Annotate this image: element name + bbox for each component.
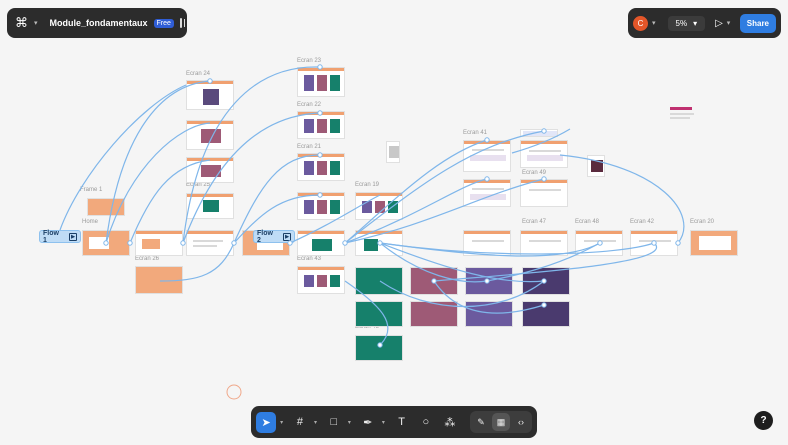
frame-thumbnail[interactable] bbox=[463, 140, 511, 172]
frame-thumbnail[interactable] bbox=[186, 157, 234, 183]
frame-thumbnail[interactable] bbox=[82, 230, 130, 256]
chevron-down-icon[interactable]: ▾ bbox=[314, 419, 318, 426]
collaboration-bar: C ▾ 5% ▾ ▷ ▾ Share bbox=[628, 8, 781, 38]
frame-thumbnail[interactable] bbox=[630, 230, 678, 256]
play-flow-icon[interactable]: ▶ bbox=[283, 232, 291, 241]
frame-label[interactable]: Ecran 41 bbox=[463, 130, 488, 136]
frame-thumbnail[interactable] bbox=[87, 198, 125, 216]
frame-thumbnail[interactable] bbox=[355, 192, 403, 220]
frame-thumbnail[interactable] bbox=[670, 107, 696, 127]
frame-thumbnail[interactable] bbox=[465, 301, 513, 327]
frame-thumbnail[interactable] bbox=[520, 179, 568, 207]
frame-thumbnail[interactable] bbox=[465, 267, 513, 295]
frame-thumbnail[interactable] bbox=[355, 301, 403, 327]
comment-tool-icon[interactable]: ○ bbox=[422, 416, 430, 428]
frame-thumbnail[interactable] bbox=[186, 80, 234, 110]
flow-starting-point[interactable]: Flow 2 ▶ bbox=[253, 229, 295, 244]
frame-thumbnail[interactable] bbox=[135, 266, 183, 294]
flow-starting-point[interactable]: Flow 1 ▶ bbox=[39, 229, 81, 244]
frame-thumbnail[interactable] bbox=[386, 141, 400, 163]
frame-thumbnail[interactable] bbox=[297, 67, 345, 97]
play-flow-icon[interactable]: ▶ bbox=[69, 232, 77, 241]
flow-label: Flow 2 bbox=[257, 229, 273, 244]
frame-thumbnail[interactable] bbox=[297, 153, 345, 181]
frame-label[interactable]: Ecran 42 bbox=[630, 219, 655, 225]
flow-label: Flow 1 bbox=[43, 229, 59, 244]
dev-mode-icon[interactable]: ‹› bbox=[517, 417, 524, 427]
mode-switcher: ✎ ▦ ‹› bbox=[469, 411, 532, 433]
frame-thumbnail[interactable] bbox=[522, 301, 570, 327]
figma-logo-icon[interactable]: ⌘ bbox=[15, 15, 28, 30]
frame-thumbnail[interactable] bbox=[186, 120, 234, 150]
frame-thumbnail[interactable] bbox=[297, 230, 345, 256]
frame-label[interactable]: Ecran 49 bbox=[522, 170, 547, 176]
chevron-down-icon[interactable]: ▾ bbox=[381, 419, 385, 426]
frame-thumbnail[interactable] bbox=[522, 267, 570, 295]
frame-thumbnail[interactable] bbox=[575, 230, 623, 256]
chevron-down-icon[interactable]: ▾ bbox=[652, 20, 656, 27]
avatar[interactable]: C bbox=[633, 15, 648, 31]
rectangle-tool-icon[interactable]: □ bbox=[330, 416, 338, 428]
frame-thumbnail[interactable] bbox=[690, 230, 738, 256]
draw-mode-icon[interactable]: ✎ bbox=[477, 416, 485, 427]
frame-thumbnail[interactable] bbox=[410, 301, 458, 327]
zoom-control[interactable]: 5% ▾ bbox=[667, 15, 706, 31]
frame-label[interactable]: Ecran 21 bbox=[297, 144, 322, 150]
frame-thumbnail[interactable] bbox=[186, 230, 234, 256]
move-tool-icon[interactable]: ➤ bbox=[256, 411, 277, 433]
frame-thumbnail[interactable] bbox=[587, 155, 605, 177]
chevron-down-icon[interactable]: ▾ bbox=[34, 20, 38, 27]
frame-label[interactable]: Ecran 22 bbox=[297, 102, 322, 108]
chevron-down-icon[interactable]: ▾ bbox=[280, 419, 284, 426]
file-menu-bar: ⌘ ▾ Module_fondamentaux Free bbox=[7, 8, 187, 38]
frame-thumbnail[interactable] bbox=[297, 111, 345, 139]
frame-label[interactable]: Ecran 47 bbox=[522, 219, 547, 225]
chevron-down-icon: ▾ bbox=[693, 18, 698, 28]
frame-thumbnail[interactable] bbox=[355, 335, 403, 361]
text-tool-icon[interactable]: T bbox=[398, 416, 405, 428]
plan-badge[interactable]: Free bbox=[153, 18, 174, 28]
frame-thumbnail[interactable] bbox=[463, 230, 511, 256]
frame-thumbnail[interactable] bbox=[297, 266, 345, 294]
frame-thumbnail[interactable] bbox=[355, 267, 403, 295]
frame-tool-icon[interactable]: # bbox=[296, 416, 304, 428]
zoom-value: 5% bbox=[675, 18, 688, 28]
frame-label[interactable]: Home bbox=[82, 219, 99, 225]
help-button[interactable]: ? bbox=[754, 411, 773, 430]
frame-thumbnail[interactable] bbox=[520, 230, 568, 256]
frame-thumbnail[interactable] bbox=[520, 129, 558, 137]
frame-label[interactable]: Ecran 26 bbox=[135, 256, 160, 262]
frame-thumbnail[interactable] bbox=[355, 230, 403, 256]
frame-thumbnail[interactable] bbox=[135, 230, 183, 256]
tools-toolbar: ➤ ▾ # ▾ □ ▾ ✒ ▾ T ○ ⁂ ✎ ▦ ‹› bbox=[251, 406, 537, 438]
frame-label[interactable]: Ecran 43 bbox=[297, 256, 322, 262]
design-canvas[interactable]: Frame 1 Home Ecran 24 Ecran 23 Ecran 22 … bbox=[0, 45, 788, 400]
design-mode-icon[interactable]: ▦ bbox=[491, 413, 510, 431]
toggle-sidebar-icon[interactable] bbox=[179, 18, 186, 28]
frame-thumbnail[interactable] bbox=[186, 193, 234, 219]
frame-thumbnail[interactable] bbox=[297, 192, 345, 220]
frame-thumbnail[interactable] bbox=[520, 140, 568, 168]
share-button[interactable]: Share bbox=[739, 13, 776, 33]
frame-label[interactable]: Ecran 48 bbox=[575, 219, 600, 225]
frame-label[interactable]: Ecran 19 bbox=[355, 182, 380, 188]
frame-label[interactable]: Frame 1 bbox=[80, 187, 103, 193]
frame-thumbnail[interactable] bbox=[410, 267, 458, 295]
pen-tool-icon[interactable]: ✒ bbox=[363, 416, 373, 429]
frame-label[interactable]: Ecran 23 bbox=[297, 58, 322, 64]
frame-label[interactable]: Ecran 20 bbox=[690, 219, 715, 225]
file-name[interactable]: Module_fondamentaux bbox=[49, 18, 148, 28]
frame-label[interactable]: Ecran 24 bbox=[186, 71, 211, 77]
chevron-down-icon[interactable]: ▾ bbox=[726, 20, 731, 27]
frame-thumbnail[interactable] bbox=[463, 179, 511, 207]
present-play-icon[interactable]: ▷ bbox=[715, 17, 723, 29]
chevron-down-icon[interactable]: ▾ bbox=[347, 419, 351, 426]
actions-tool-icon[interactable]: ⁂ bbox=[444, 416, 456, 429]
